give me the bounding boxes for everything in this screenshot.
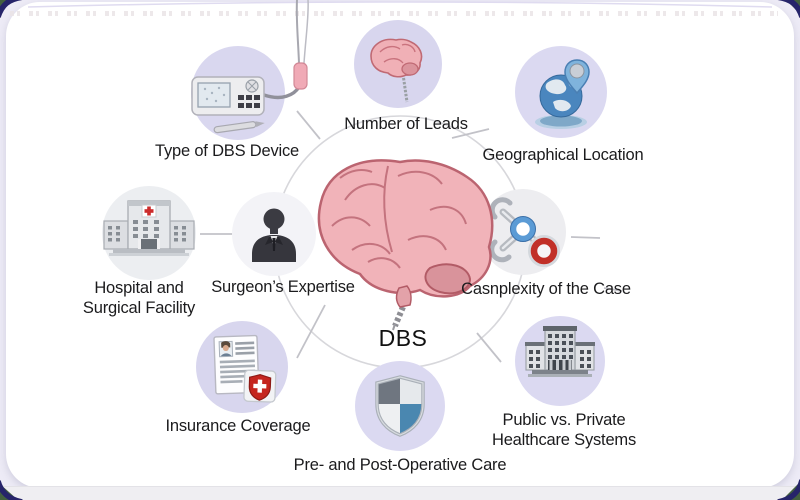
label-surgeons-expertise: Surgeon’s Expertise [211,278,355,296]
label-dbs-center: DBS [378,325,428,351]
label-insurance-coverage: Insurance Coverage [165,417,311,435]
surgeon-silhouette-icon [252,208,296,262]
globe-pin-icon [535,59,590,129]
top-dash-texture [10,11,778,16]
label-pre-post-operative-care: Pre- and Post-Operative Care [293,456,507,474]
top-hairline [27,1,773,8]
bottom-strip [0,486,800,500]
insurance-document-icon [213,334,277,403]
quartered-shield-icon [375,375,425,437]
label-public-private-healthcare: Public vs. Private Healthcare Systems [491,411,637,450]
label-type-of-dbs-device: Type of DBS Device [154,142,300,160]
hospital-building-icon [103,200,195,256]
label-complexity-of-the-case: Casnplexity of the Case [461,280,631,298]
brain-with-electrode-icon [317,159,494,331]
surgical-tool-icon [489,197,560,267]
small-brain-lead-icon [370,38,423,103]
dbs-device-icon [191,0,309,134]
label-number-of-leads: Number of Leads [344,115,468,133]
government-building-icon [525,326,595,377]
connector-lines [200,110,623,363]
label-geographical-location: Geographical Location [482,146,644,164]
label-hospital-surgical-facility: Hospital and Surgical Facility [82,279,196,318]
